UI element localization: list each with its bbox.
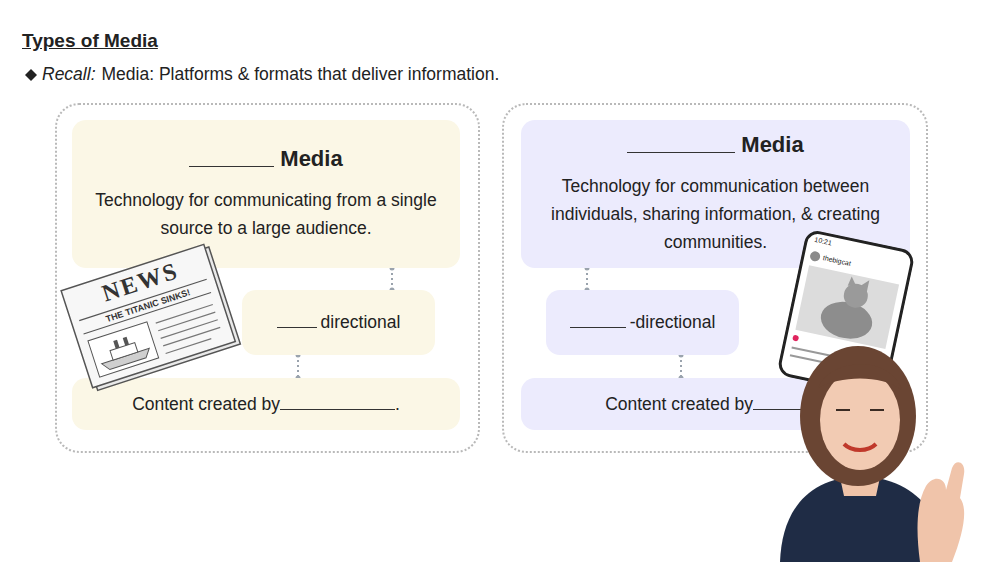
box-description: Technology for communicating from a sing…: [84, 186, 448, 242]
concept-box: MediaTechnology for communicating from a…: [72, 120, 460, 268]
answer-blank: [570, 326, 626, 328]
box-heading: Media: [741, 132, 803, 158]
blank-row: Content created by.: [605, 394, 826, 415]
recall-definition: Media: Platforms & formats that deliver …: [102, 64, 500, 85]
concept-box: directional: [242, 290, 435, 355]
presenter-illustration: [720, 318, 1000, 562]
box-heading: Media: [280, 146, 342, 172]
heading-row: Media: [627, 132, 803, 158]
box-text: Content created by: [132, 394, 280, 415]
box-text: .: [395, 394, 400, 415]
slide-title: Types of Media: [22, 30, 158, 52]
connector-line: [297, 355, 299, 378]
connector-line: [680, 355, 682, 378]
answer-blank: [277, 326, 317, 328]
concept-box: Content created by.: [72, 378, 460, 430]
answer-blank: [627, 151, 735, 153]
answer-blank: [280, 408, 395, 410]
heading-row: Media: [189, 146, 342, 172]
recall-label: Recall:: [42, 64, 96, 85]
box-text: directional: [321, 312, 401, 333]
connector-line: [391, 268, 393, 290]
box-text: Content created by: [605, 394, 753, 415]
concept-box: -directional: [546, 290, 739, 355]
dotted-connector: [298, 355, 299, 378]
dotted-connector: [392, 268, 393, 290]
dotted-connector: [587, 268, 588, 290]
dotted-connector: [681, 355, 682, 378]
connector-line: [586, 268, 588, 290]
answer-blank: [189, 165, 274, 167]
blank-row: -directional: [570, 312, 716, 333]
blank-row: Content created by.: [132, 394, 400, 415]
blank-row: directional: [277, 312, 401, 333]
bullet-diamond: [24, 68, 38, 82]
box-text: -directional: [630, 312, 716, 333]
